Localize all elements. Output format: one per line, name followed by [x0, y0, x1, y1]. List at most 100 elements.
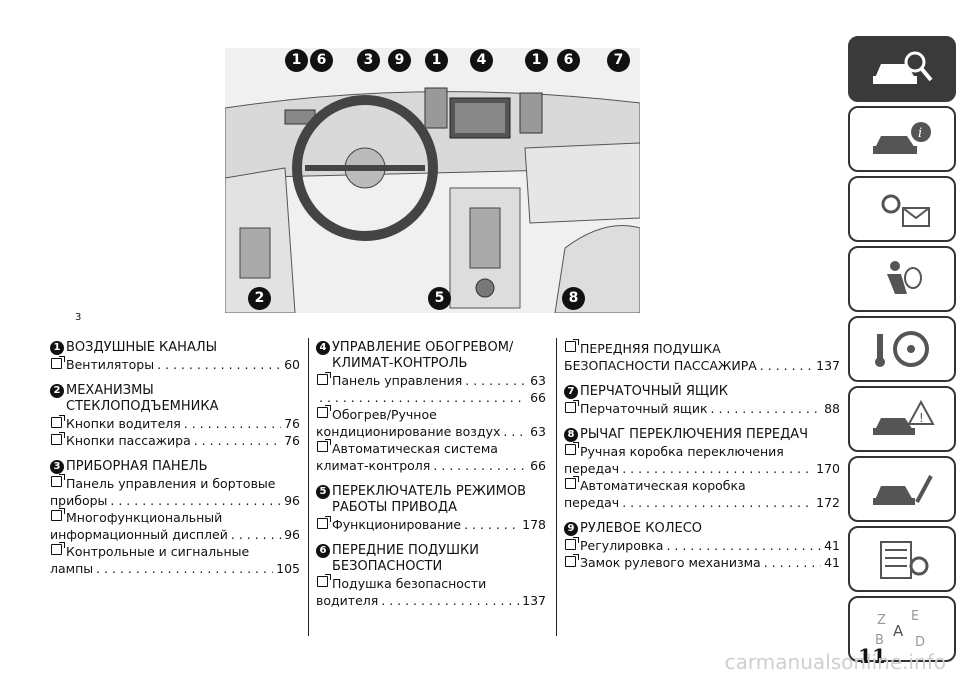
tab-car-info[interactable]: i: [848, 106, 956, 172]
reference-icon: [51, 508, 65, 521]
warning-mail-icon: [881, 194, 930, 227]
callout-6: 6: [310, 49, 333, 72]
tab-spec-list[interactable]: [848, 526, 956, 592]
toc-entry[interactable]: передач170: [564, 460, 840, 477]
reference-icon: [51, 432, 65, 445]
section-title: РЫЧАГ ПЕРЕКЛЮЧЕНИЯ ПЕРЕДАЧ: [580, 427, 809, 442]
toc-column-3: ПЕРЕДНЯЯ ПОДУШКА БЕЗОПАСНОСТИ ПАССАЖИРА1…: [564, 339, 840, 581]
page-ref: 170: [816, 461, 840, 476]
reference-icon: [51, 356, 65, 369]
page-ref: 105: [276, 561, 300, 576]
car-search-icon: [873, 51, 933, 84]
section-number: 5: [316, 485, 330, 499]
section-6-passenger: ПЕРЕДНЯЯ ПОДУШКА БЕЗОПАСНОСТИ ПАССАЖИРА1…: [564, 339, 840, 374]
page-ref: 76: [284, 416, 300, 431]
reference-icon: [565, 339, 579, 352]
section-title: МЕХАНИЗМЫ СТЕКЛОПОДЪЕМНИКА: [66, 383, 219, 414]
toc-entry[interactable]: передач172: [564, 494, 840, 511]
page-ref: 96: [284, 527, 300, 542]
toc-entry[interactable]: Замок рулевого механизма41: [564, 554, 840, 571]
callout-8: 8: [562, 287, 585, 310]
toc-entry[interactable]: водителя137: [316, 592, 546, 609]
watermark: carmanualsonline.info: [724, 650, 946, 674]
tab-car-search[interactable]: [848, 36, 956, 102]
svg-text:E: E: [911, 609, 919, 624]
section-number: 1: [50, 341, 64, 355]
toc-entry[interactable]: Панель управления63: [316, 372, 546, 389]
dashboard-illustration: [225, 48, 640, 313]
callout-9: 9: [388, 49, 411, 72]
tab-steering-key[interactable]: [848, 316, 956, 382]
svg-text:B: B: [875, 633, 884, 648]
svg-text:A: A: [893, 622, 904, 640]
toc-entry[interactable]: Кнопки пассажира76: [50, 432, 300, 449]
callout-2: 2: [248, 287, 271, 310]
section-title: ПЕРЕКЛЮЧАТЕЛЬ РЕЖИМОВ РАБОТЫ ПРИВОДА: [332, 484, 527, 515]
section-title: ПЕРЧАТОЧНЫЙ ЯЩИК: [580, 384, 729, 399]
reference-icon: [317, 439, 331, 452]
svg-text:Z: Z: [877, 613, 886, 628]
page-ref: 60: [284, 357, 300, 372]
figure-number: 3: [75, 312, 82, 323]
page-ref: 41: [824, 538, 840, 553]
tab-airbag[interactable]: [848, 246, 956, 312]
section-number: 3: [50, 460, 64, 474]
toc-entry[interactable]: Функционирование178: [316, 516, 546, 533]
toc-entry[interactable]: БЕЗОПАСНОСТИ ПАССАЖИРА137: [564, 357, 840, 374]
section-title: ПЕРЕДНИЕ ПОДУШКИ БЕЗОПАСНОСТИ: [332, 543, 479, 574]
car-wrench-icon: [873, 475, 933, 505]
reference-icon: [565, 537, 579, 550]
reference-icon: [565, 400, 579, 413]
page-ref: 137: [522, 593, 546, 608]
reference-icon: [51, 474, 65, 487]
section-number: 4: [316, 341, 330, 355]
callout-1b: 1: [425, 49, 448, 72]
page-ref: 66: [530, 390, 546, 405]
toc-entry[interactable]: информационный дисплей96: [50, 526, 300, 543]
toc-entry[interactable]: Кнопки водителя76: [50, 415, 300, 432]
section-title: ВОЗДУШНЫЕ КАНАЛЫ: [66, 340, 218, 355]
column-divider: [308, 338, 309, 636]
toc-entry[interactable]: 66: [316, 389, 546, 406]
section-title: ПРИБОРНАЯ ПАНЕЛЬ: [66, 459, 208, 474]
page-ref: 63: [530, 424, 546, 439]
toc-entry[interactable]: климат-контроля66: [316, 457, 546, 474]
reference-icon: [51, 415, 65, 428]
section-title: УПРАВЛЕНИЕ ОБОГРЕВОМ/ КЛИМАТ-КОНТРОЛЬ: [332, 340, 514, 371]
toc-entry[interactable]: Перчаточный ящик88: [564, 400, 840, 417]
toc-entry[interactable]: Регулировка41: [564, 537, 840, 554]
svg-text:D: D: [915, 635, 925, 650]
section-title: РУЛЕВОЕ КОЛЕСО: [580, 521, 703, 536]
toc-entry[interactable]: кондиционирование воздух63: [316, 423, 546, 440]
svg-text:i: i: [918, 126, 922, 141]
tab-warning-mail[interactable]: [848, 176, 956, 242]
toc-entry[interactable]: приборы96: [50, 492, 300, 509]
reference-icon: [565, 554, 579, 567]
toc-entry[interactable]: Вентиляторы60: [50, 356, 300, 373]
callout-4: 4: [470, 49, 493, 72]
toc-entry[interactable]: лампы105: [50, 560, 300, 577]
spec-list-icon: [880, 541, 929, 579]
car-warning-icon: !: [873, 399, 935, 435]
tab-car-wrench[interactable]: [848, 456, 956, 522]
reference-icon: [317, 574, 331, 587]
page-ref: 172: [816, 495, 840, 510]
page-ref: 41: [824, 555, 840, 570]
alphabet-index-icon: Z E B DA: [875, 609, 925, 650]
section-number: 6: [316, 544, 330, 558]
page-ref: 96: [284, 493, 300, 508]
airbag-person-icon: [887, 261, 922, 294]
tab-car-warning[interactable]: !: [848, 386, 956, 452]
reference-icon: [317, 516, 331, 529]
page-ref: 76: [284, 433, 300, 448]
section-number: 7: [564, 385, 578, 399]
